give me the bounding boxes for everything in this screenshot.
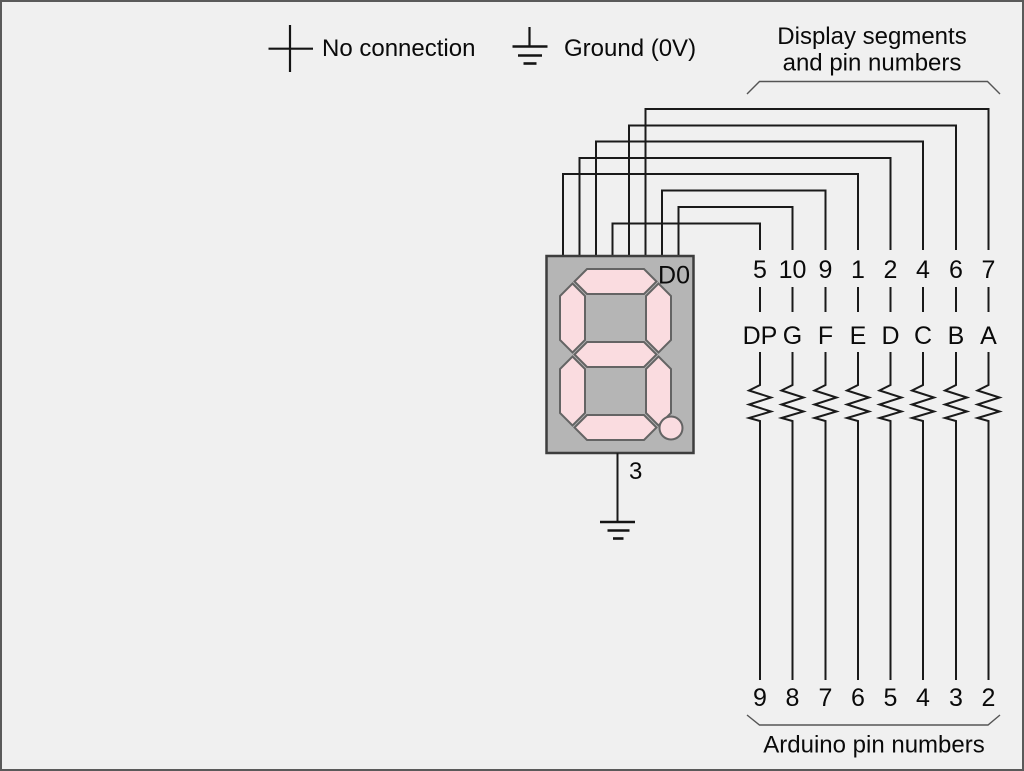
ground-symbol xyxy=(600,520,635,540)
wire-segment-e xyxy=(562,173,859,256)
bottom-annotation-label: Arduino pin numbers xyxy=(763,732,984,759)
segment-letter: F xyxy=(818,322,833,350)
segment-b-shape xyxy=(645,282,672,354)
resistor-symbol xyxy=(745,352,775,680)
segment-g-shape xyxy=(573,341,658,368)
wire-segment-a xyxy=(644,108,990,256)
no-connection-icon xyxy=(268,25,313,72)
column-a: 7 A 2 xyxy=(973,256,1003,712)
resistor-symbol xyxy=(777,352,807,680)
wire-segment-c xyxy=(595,140,924,256)
arduino-pin-number: 3 xyxy=(949,684,963,712)
top-annotation: Display segments and pin numbers xyxy=(746,23,1001,95)
ground-icon xyxy=(512,27,548,65)
column-c: 4 C 4 xyxy=(908,256,938,712)
column-f: 9 F 7 xyxy=(810,256,840,712)
column-e: 1 E 6 xyxy=(843,256,873,712)
wire-segment-f xyxy=(661,189,827,256)
arduino-pin-number: 7 xyxy=(819,684,833,712)
display-pin-number: 5 xyxy=(753,256,767,284)
wire-segment-b xyxy=(628,124,957,256)
arduino-pin-number: 9 xyxy=(753,684,767,712)
arduino-pin-number: 5 xyxy=(884,684,898,712)
column-dp: 5 DP 9 xyxy=(743,256,778,712)
segment-letter: B xyxy=(948,322,965,350)
top-annotation-line1: Display segments xyxy=(777,23,966,50)
resistor-symbol xyxy=(973,352,1003,680)
column-g: 10 G 8 xyxy=(777,256,807,712)
bottom-annotation: Arduino pin numbers xyxy=(746,714,1001,759)
resistor-symbol xyxy=(875,352,905,680)
ground-label: Ground (0V) xyxy=(564,35,696,62)
segment-d-shape xyxy=(573,414,658,441)
legend: No connection Ground (0V) xyxy=(268,25,696,72)
resistor-symbol xyxy=(843,352,873,680)
segment-a-shape xyxy=(573,268,658,295)
segment-e-shape xyxy=(559,355,586,427)
segment-letter: D xyxy=(881,322,899,350)
display-pin-number: 1 xyxy=(851,256,865,284)
wire-segment-dp xyxy=(611,222,761,256)
segment-letter: E xyxy=(850,322,867,350)
segment-f-shape xyxy=(559,282,586,354)
bottom-brace xyxy=(746,714,1001,726)
column-b: 6 B 3 xyxy=(941,256,971,712)
display-ground-connection: 3 xyxy=(600,453,642,540)
arduino-pin-number: 8 xyxy=(786,684,800,712)
arduino-pin-number: 4 xyxy=(916,684,930,712)
segment-letter: G xyxy=(783,322,802,350)
display-pin-number: 7 xyxy=(982,256,996,284)
wire-segment-d xyxy=(578,157,892,256)
display-pin-number: 6 xyxy=(949,256,963,284)
resistor-symbol xyxy=(908,352,938,680)
display-pin-number: 2 xyxy=(884,256,898,284)
wire-segment-g xyxy=(677,206,794,256)
arduino-pin-number: 2 xyxy=(982,684,996,712)
decimal-point-shape xyxy=(658,415,684,441)
common-pin-label: 3 xyxy=(629,458,642,485)
segment-letter: C xyxy=(914,322,932,350)
top-brace xyxy=(746,80,1001,95)
display-name-label: D0 xyxy=(658,262,690,290)
column-d: 2 D 5 xyxy=(875,256,905,712)
resistor-symbol xyxy=(941,352,971,680)
segment-c-shape xyxy=(645,355,672,427)
segment-letter: A xyxy=(980,322,997,350)
display-pin-number: 10 xyxy=(779,256,807,284)
display-pin-number: 4 xyxy=(916,256,930,284)
arduino-pin-number: 6 xyxy=(851,684,865,712)
segment-letter: DP xyxy=(743,322,778,350)
display-pin-number: 9 xyxy=(819,256,833,284)
seven-segment-display: D0 xyxy=(545,254,695,455)
top-annotation-line2: and pin numbers xyxy=(783,50,962,77)
no-connection-label: No connection xyxy=(322,35,475,62)
resistor-symbol xyxy=(810,352,840,680)
